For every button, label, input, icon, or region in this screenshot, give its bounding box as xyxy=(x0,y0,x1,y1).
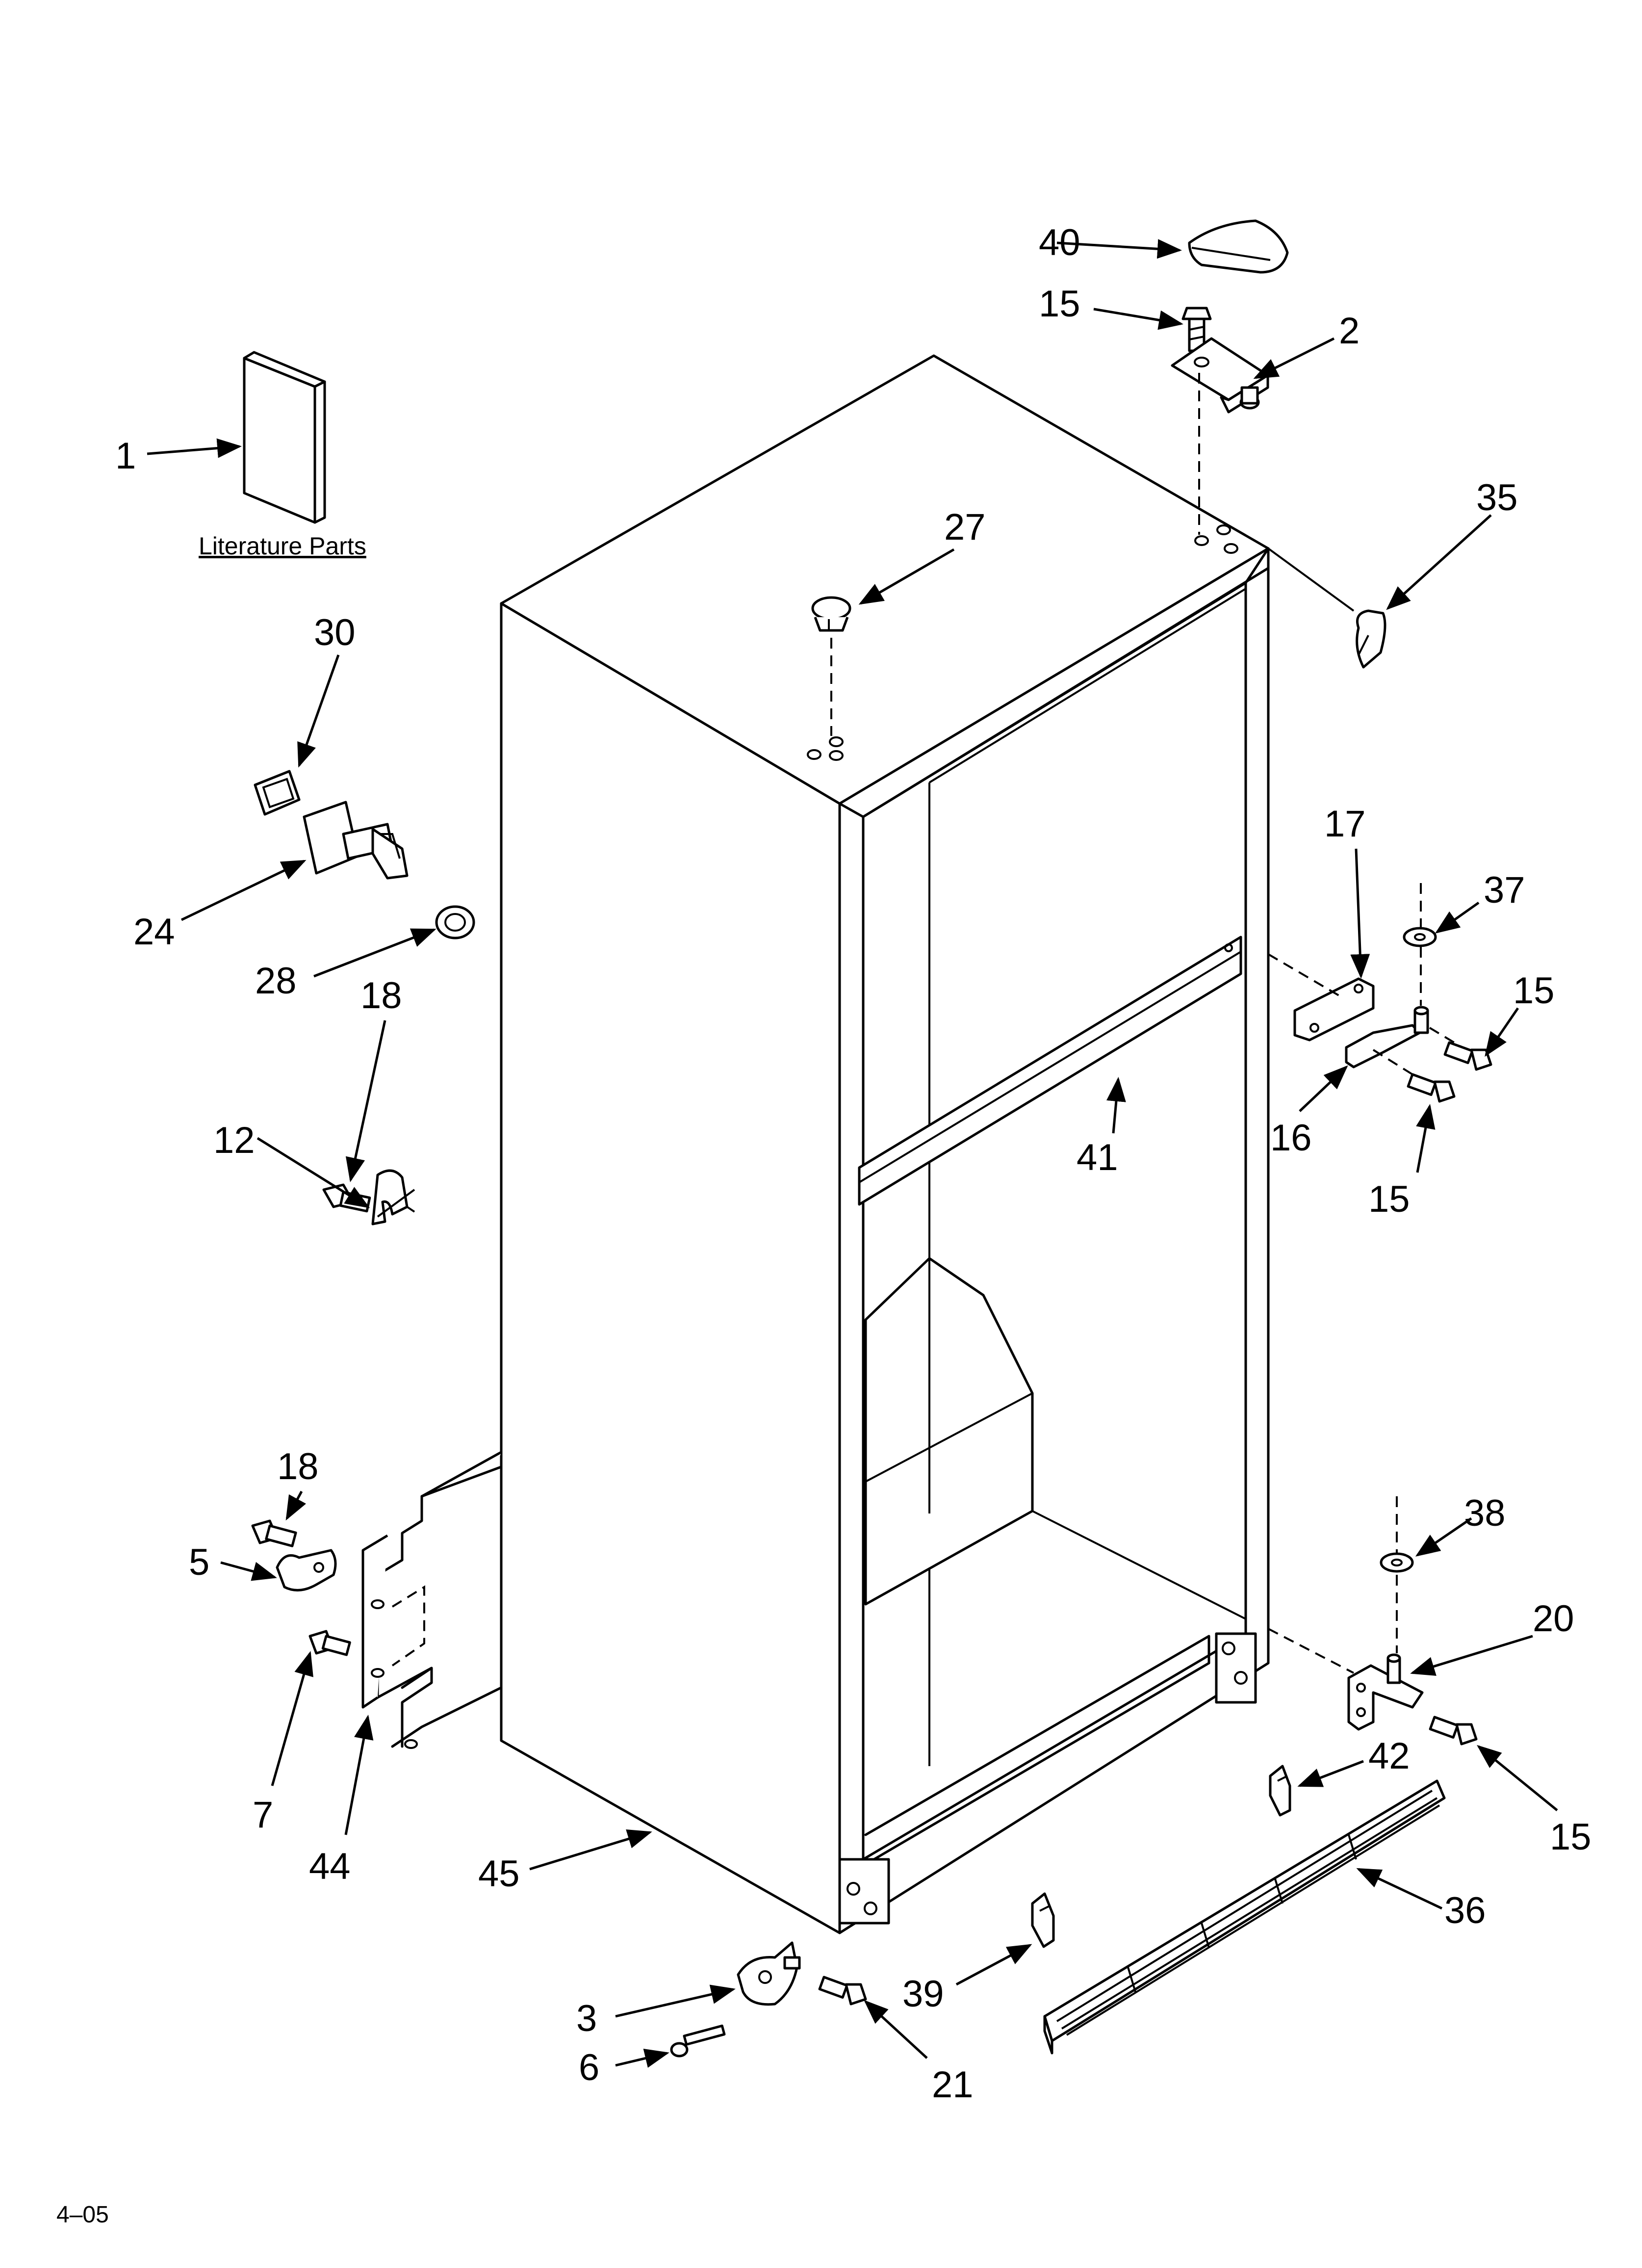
callout-27: 27 xyxy=(944,506,986,548)
center-hinge-bracket xyxy=(1293,977,1375,1042)
callout-38: 38 xyxy=(1464,1492,1506,1534)
date-code: 4–05 xyxy=(56,2202,109,2228)
screw-top-hinge xyxy=(1181,307,1212,352)
callout-17: 17 xyxy=(1324,803,1366,845)
washer-37 xyxy=(1403,927,1437,947)
literature-parts-label: Literature Parts xyxy=(199,532,366,560)
top-hinge xyxy=(1171,337,1269,414)
callout-20: 20 xyxy=(1533,1598,1574,1640)
hinge-cover xyxy=(1188,219,1289,274)
callout-28: 28 xyxy=(255,960,297,1002)
callout-24: 24 xyxy=(133,911,175,953)
screw-21 xyxy=(818,1976,867,2006)
callout-21: 21 xyxy=(932,2064,974,2106)
callout-2: 2 xyxy=(1339,310,1360,352)
screw-18-upper xyxy=(322,1183,371,1213)
washer-38 xyxy=(1380,1552,1414,1573)
bottom-hinge xyxy=(1347,1653,1424,1731)
callout-15-right: 15 xyxy=(1513,970,1555,1012)
hinge-plug xyxy=(1356,609,1386,669)
callout-37: 37 xyxy=(1484,869,1525,911)
callout-7: 7 xyxy=(253,1794,273,1836)
callout-30: 30 xyxy=(314,612,356,653)
grille-clip-42 xyxy=(1269,1765,1291,1817)
leveling-leg-bracket xyxy=(737,1941,801,2006)
hinge-clip xyxy=(371,1169,415,1225)
callout-12: 12 xyxy=(213,1120,255,1161)
callout-41: 41 xyxy=(1077,1137,1118,1178)
clamp-5 xyxy=(276,1549,337,1591)
callout-6: 6 xyxy=(579,2047,599,2088)
callout-15-lower: 15 xyxy=(1368,1178,1410,1220)
callout-15-top: 15 xyxy=(1039,283,1080,325)
door-stop-assembly xyxy=(303,801,409,880)
grille-clip-39 xyxy=(1031,1892,1055,1948)
callout-35: 35 xyxy=(1476,477,1518,519)
screw-18-lower xyxy=(251,1519,297,1547)
callout-42: 42 xyxy=(1368,1735,1410,1777)
callout-3: 3 xyxy=(576,1998,597,2039)
screw-15-right xyxy=(1443,1041,1492,1071)
left-mounting-plate xyxy=(361,1451,503,1749)
toe-grille xyxy=(1043,1779,1446,2055)
bushing xyxy=(435,905,475,939)
callout-16: 16 xyxy=(1270,1117,1312,1159)
pin-6 xyxy=(670,2024,726,2058)
handle-mount-gasket xyxy=(254,770,301,816)
callout-44: 44 xyxy=(309,1846,351,1887)
refrigerator-cabinet xyxy=(500,354,1270,1934)
callout-36: 36 xyxy=(1444,1890,1486,1931)
center-hinge xyxy=(1345,1006,1429,1069)
top-plug xyxy=(811,596,851,632)
callout-18-lower: 18 xyxy=(277,1446,319,1487)
literature-booklet xyxy=(243,351,326,524)
callout-18-upper: 18 xyxy=(360,975,402,1017)
leader-lines xyxy=(147,239,1558,2068)
screw-15-bottom xyxy=(1429,1716,1478,1746)
callout-45: 45 xyxy=(478,1853,520,1895)
callout-15-bottom: 15 xyxy=(1550,1816,1591,1858)
callout-39: 39 xyxy=(902,1973,944,2015)
screw-7 xyxy=(308,1630,351,1656)
callout-labels: 1 2 3 5 6 7 12 15 15 15 15 16 17 18 18 2… xyxy=(115,222,1591,2106)
screw-15-lower xyxy=(1407,1073,1456,1103)
divider-bar xyxy=(858,936,1242,1206)
callout-1: 1 xyxy=(115,435,136,477)
callout-40: 40 xyxy=(1039,222,1080,263)
callout-5: 5 xyxy=(189,1541,209,1583)
